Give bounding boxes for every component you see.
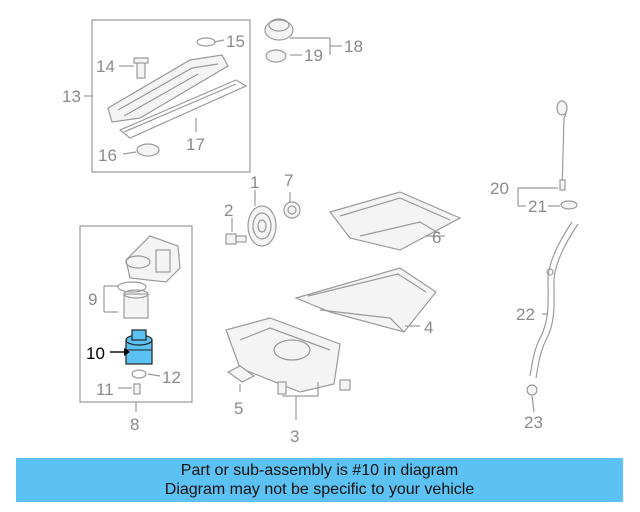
callout-10-highlighted: 10	[86, 344, 105, 363]
callout-20: 20	[490, 179, 509, 198]
seal-16-part	[136, 143, 160, 157]
callout-11: 11	[96, 380, 114, 399]
gasket-5-part	[226, 365, 256, 383]
callout-7: 7	[284, 171, 293, 190]
washer-11-part	[133, 383, 141, 395]
callout-15: 15	[226, 32, 245, 51]
baffle-plate-part	[328, 191, 462, 251]
filter-housing-part	[125, 235, 181, 283]
callout-8: 8	[130, 415, 139, 434]
valve-cover-part	[107, 54, 229, 123]
pan-bolt-part	[277, 381, 287, 395]
info-banner: Part or sub-assembly is #10 in diagram D…	[16, 458, 623, 502]
callout-19: 19	[304, 46, 323, 65]
front-seal-part	[283, 201, 301, 219]
crankshaft-pulley-part	[247, 205, 277, 247]
callout-22: 22	[516, 305, 535, 324]
callout-21: 21	[528, 197, 547, 216]
dipstick-part	[556, 100, 568, 191]
callout-12: 12	[162, 368, 181, 387]
callout-13: 13	[62, 87, 81, 106]
callout-17: 17	[186, 135, 205, 154]
pulley-bolt-part	[225, 233, 247, 245]
filter-element-part	[123, 289, 149, 319]
callout-5: 5	[234, 399, 243, 418]
oil-seal-15-part	[196, 37, 216, 47]
oil-filler-cap-part	[264, 18, 294, 63]
callout-9: 9	[88, 290, 97, 309]
o-ring-12-part	[131, 369, 147, 379]
dipstick-seal-part	[560, 200, 578, 210]
valve-cover-gasket-part	[118, 79, 248, 139]
o-ring-9-part	[117, 281, 147, 293]
parts-diagram: 1 2 3 4 5 6 7 8 9 10 11 12 13 14 15 16 1…	[62, 18, 579, 446]
washer-23-part	[526, 384, 538, 396]
callout-2: 2	[224, 201, 233, 220]
drain-plug-part	[339, 379, 351, 391]
banner-line-disclaimer: Diagram may not be specific to your vehi…	[164, 481, 475, 498]
bolt-14-part	[133, 57, 149, 79]
banner-line-part: Part or sub-assembly is #10 in diagram	[180, 462, 459, 479]
callout-23: 23	[524, 413, 543, 432]
callout-4: 4	[424, 318, 433, 337]
callout-6: 6	[432, 228, 441, 247]
callout-3: 3	[290, 427, 299, 446]
callout-14: 14	[96, 57, 115, 76]
callout-18: 18	[344, 37, 363, 56]
oil-pan-upper-part	[294, 267, 437, 333]
callout-16: 16	[98, 146, 117, 165]
oil-filter-10-part	[125, 329, 153, 365]
dipstick-tube-part	[529, 221, 579, 379]
callout-1: 1	[250, 173, 259, 192]
